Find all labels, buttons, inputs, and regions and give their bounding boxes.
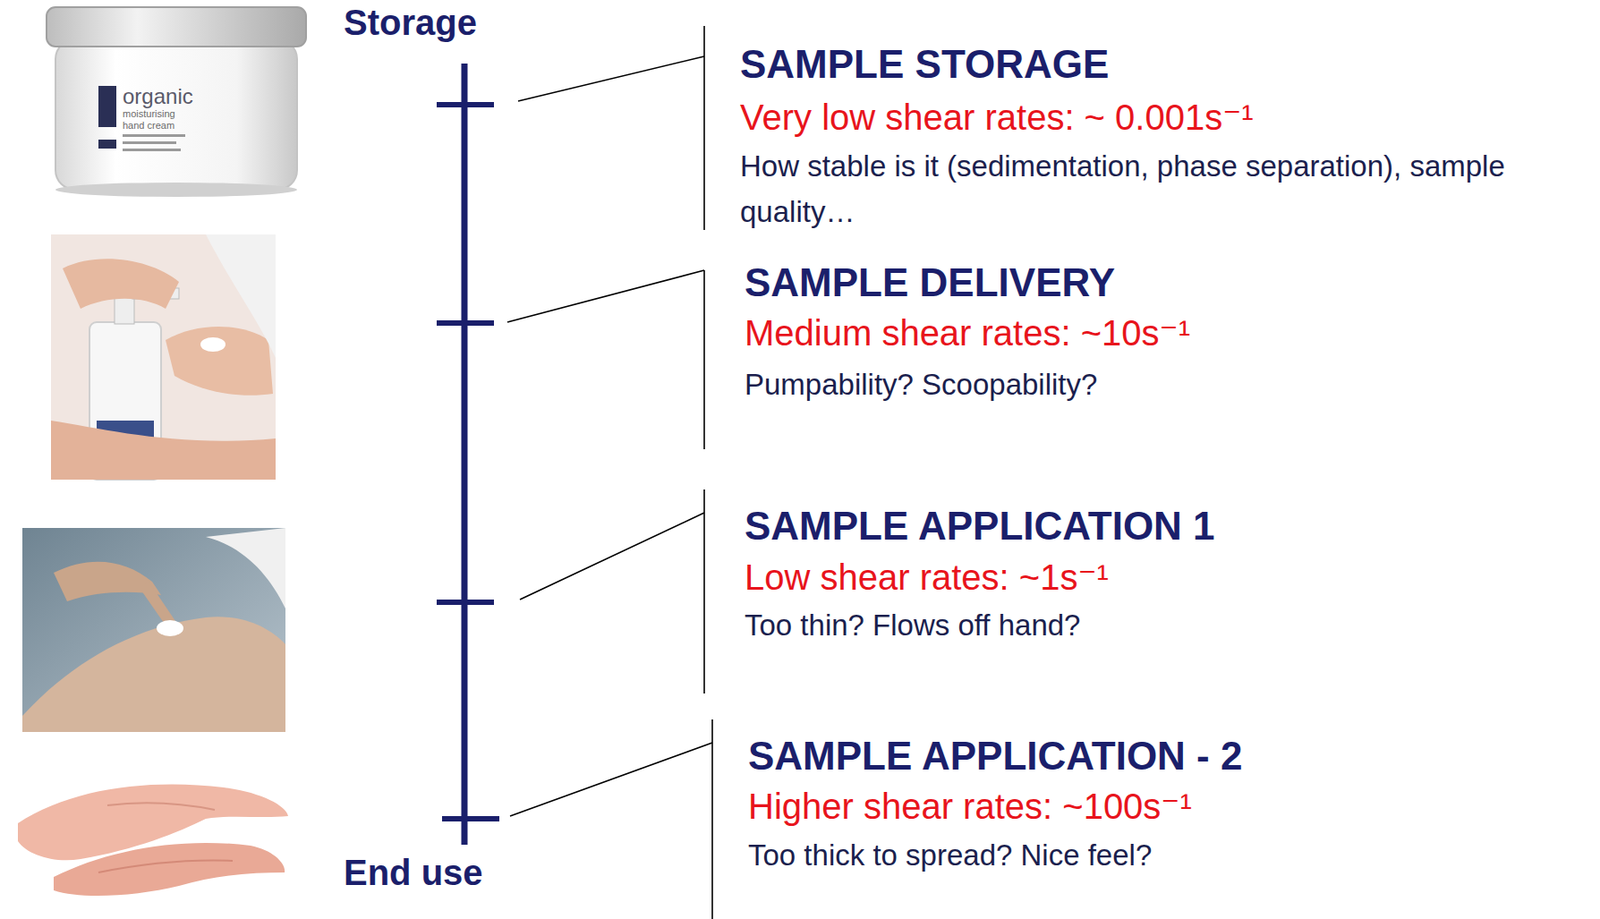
pump-photo — [51, 234, 276, 480]
shear-rate: Very low shear rates: ~ 0.001s⁻¹ — [740, 95, 1254, 139]
jar-brand: organic — [122, 84, 194, 110]
stage-note: Pumpability? Scoopability? — [744, 361, 1098, 408]
stage-note: Too thick to spread? Nice feel? — [748, 832, 1152, 878]
shear-rate: Higher shear rates: ~100s⁻¹ — [748, 784, 1192, 828]
stage-heading: SAMPLE APPLICATION 1 — [744, 502, 1216, 550]
jar-label: moisturising hand cream — [122, 108, 198, 132]
stage-note: How stable is it (sedimentation, phase s… — [740, 143, 1591, 235]
cream-jar — [46, 7, 307, 197]
applying-photo — [22, 527, 286, 732]
stage-heading: SAMPLE APPLICATION - 2 — [748, 732, 1243, 780]
shear-rate: Medium shear rates: ~10s⁻¹ — [744, 311, 1191, 355]
stage-note: Too thin? Flows off hand? — [744, 602, 1081, 648]
timeline-start: Storage — [343, 0, 477, 44]
timeline — [436, 63, 500, 845]
stage-heading: SAMPLE STORAGE — [740, 41, 1109, 88]
leader-lines — [507, 25, 713, 919]
timeline-end: End use — [343, 851, 484, 894]
hands-photo — [9, 752, 291, 903]
stage-heading: SAMPLE DELIVERY — [744, 259, 1115, 307]
shear-rate: Low shear rates: ~1s⁻¹ — [744, 555, 1109, 599]
